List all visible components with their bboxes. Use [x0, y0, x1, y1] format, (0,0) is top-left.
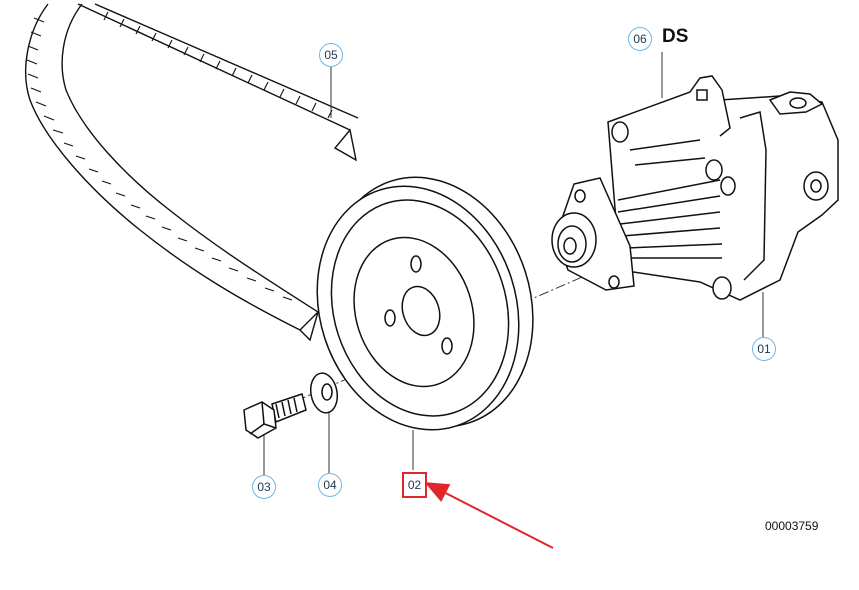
- diagram-id: 00003759: [765, 519, 819, 533]
- callout-03[interactable]: 03: [252, 475, 276, 499]
- power-steering-pump: [551, 75, 839, 301]
- washer: [309, 372, 339, 414]
- callout-06[interactable]: 06: [628, 27, 652, 51]
- bolt: [243, 393, 307, 439]
- pointer-arrow: [424, 482, 554, 549]
- variant-label: DS: [662, 26, 689, 47]
- pulley: [316, 176, 534, 431]
- callout-01[interactable]: 01: [752, 337, 776, 361]
- callout-05[interactable]: 05: [319, 43, 343, 67]
- v-belt: [25, 3, 359, 342]
- callout-04[interactable]: 04: [318, 473, 342, 497]
- callout-02-highlighted[interactable]: 02: [402, 472, 427, 498]
